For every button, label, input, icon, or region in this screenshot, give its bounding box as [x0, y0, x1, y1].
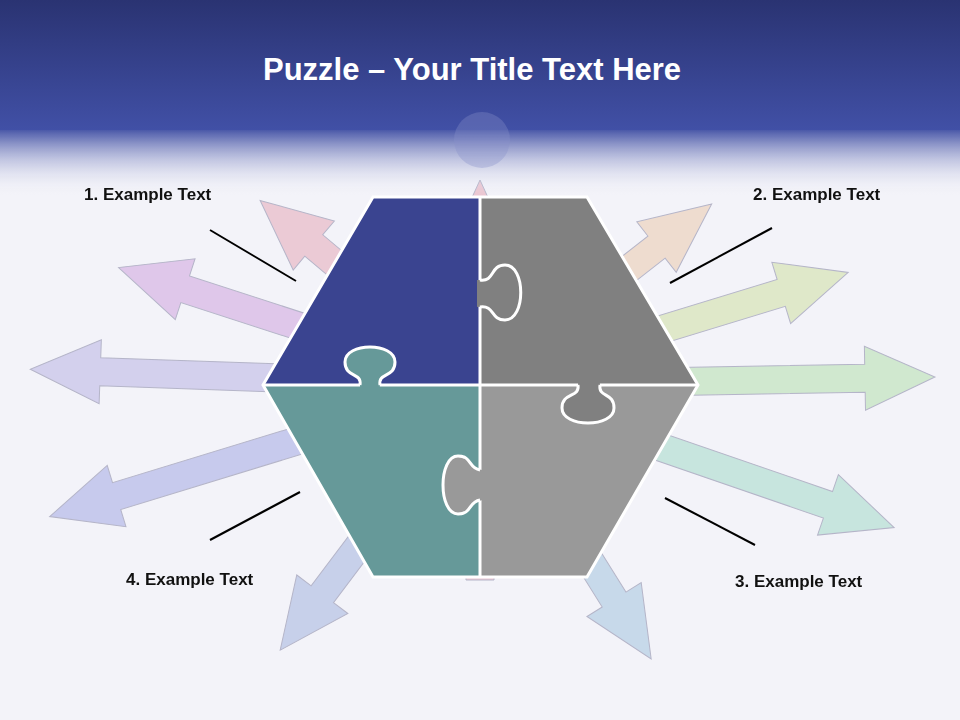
callout-label: 1. Example Text	[84, 185, 211, 205]
callout-label: 3. Example Text	[735, 572, 862, 592]
radial-arrows	[29, 176, 935, 676]
slide-title: Puzzle – Your Title Text Here	[263, 52, 681, 88]
hexagon-puzzle	[263, 197, 698, 577]
callout-label: 4. Example Text	[126, 570, 253, 590]
figure-head	[454, 112, 510, 168]
callout-label: 2. Example Text	[753, 185, 880, 205]
header-band	[0, 0, 960, 130]
leader-lines	[210, 228, 772, 545]
